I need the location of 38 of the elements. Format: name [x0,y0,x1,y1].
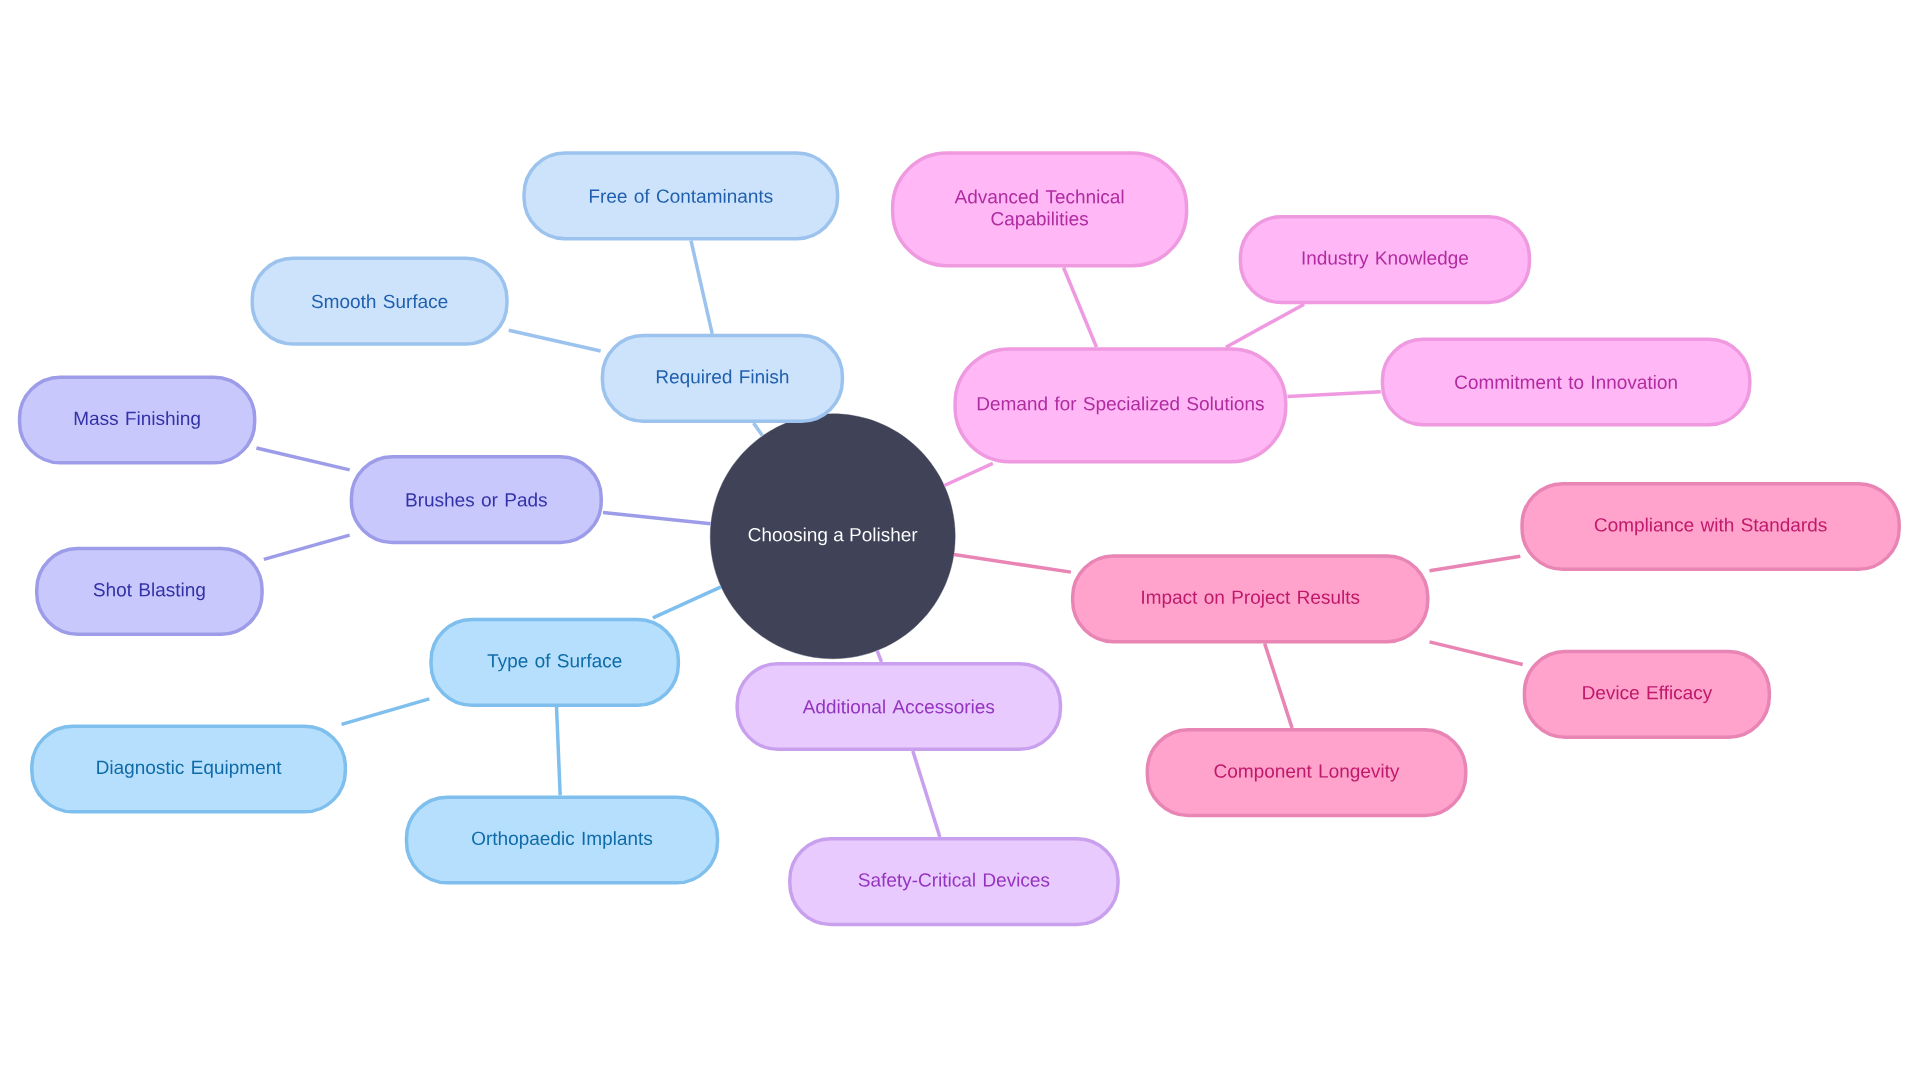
topic-box: Mass Finishing [17,375,257,465]
topic-box: Compliance with Standards [1520,481,1901,572]
topic-box: Commitment to Innovation [1380,337,1752,427]
connector-line [341,697,430,727]
connector-line [1262,642,1294,729]
connector-line [1061,266,1099,348]
connector-line [953,552,1072,574]
topic-box: Brushes or Pads [349,455,603,545]
connector-line [1225,302,1305,349]
connector-line [1287,389,1381,399]
topic-box: Free of Contaminants [522,151,840,241]
topic-box: Safety-Critical Devices [788,837,1120,927]
topic-box: Impact on Project Results [1070,554,1430,644]
connector-line [911,750,942,838]
topic-box: Type of Surface [429,617,681,707]
topic-box: Diagnostic Equipment [30,724,348,814]
connector-line [943,461,994,488]
connector-line [554,706,562,796]
topic-box: Required Finish [600,333,845,423]
connector-line [1429,554,1521,573]
connector-line [602,510,711,526]
topic-box: Device Efficacy [1522,649,1772,739]
topic-box: Advanced Technical Capabilities [890,151,1189,268]
topic-box: Demand for Specialized Solutions [953,347,1288,464]
topic-box: Industry Knowledge [1238,215,1532,305]
connector-line [752,422,764,437]
connector-line [256,446,351,472]
connector-line [875,650,884,663]
topic-box: Component Longevity [1145,728,1468,818]
connector-line [652,585,722,620]
topic-box: Shot Blasting [35,546,264,636]
topic-box: Additional Accessories [735,661,1063,752]
connector-line [1429,640,1524,667]
connector-line [508,328,602,353]
connector-line [689,240,714,335]
connector-line [263,533,351,562]
topic-box: Orthopaedic Implants [404,795,720,885]
topic-box: Smooth Surface [250,256,509,346]
